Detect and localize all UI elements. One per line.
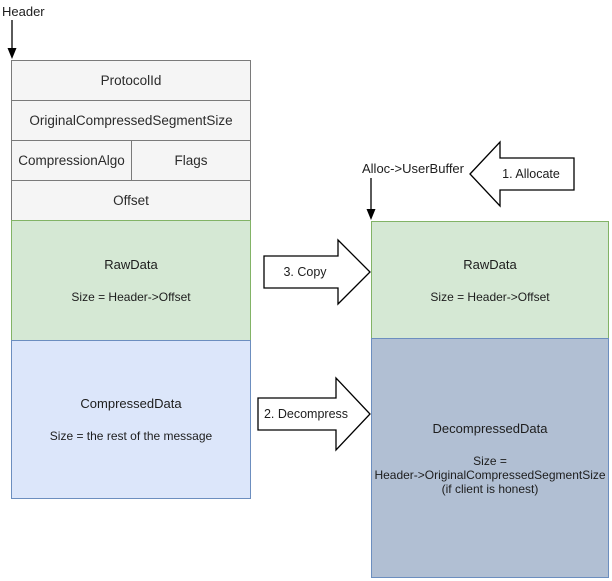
arrow-decompress-label: 2. Decompress — [263, 407, 349, 421]
alloc-userbuffer-label: Alloc->UserBuffer — [362, 161, 464, 176]
block-title: RawData — [463, 256, 517, 272]
arrow-allocate-label-wrap: 1. Allocate — [488, 158, 574, 190]
arrow-allocate-label: 1. Allocate — [502, 167, 560, 181]
alloc-pointer-down-arrow-icon — [366, 178, 376, 220]
header-label: Header — [2, 4, 45, 19]
header-cell-text: CompressionAlgo — [18, 153, 125, 168]
block-size-line: Size = — [473, 453, 507, 468]
arrow-copy-label-wrap: 3. Copy — [266, 258, 344, 286]
block-raw-data-source: RawData Size = Header->Offset — [11, 220, 251, 341]
header-row-originalcompressedsegmentsize: OriginalCompressedSegmentSize — [11, 100, 251, 141]
block-size-line: (if client is honest) — [441, 481, 539, 496]
header-row-protocolid: ProtocolId — [11, 60, 251, 101]
header-cell-text: Offset — [113, 193, 149, 208]
block-size-line: Size = Header->Offset — [430, 289, 550, 304]
header-cell-text: ProtocolId — [100, 73, 162, 88]
header-row-compressionalgo: CompressionAlgo — [11, 140, 132, 181]
block-size-line: Size = the rest of the message — [49, 429, 213, 443]
block-size-line: Size = Header->Offset — [71, 290, 191, 304]
header-cell-text: OriginalCompressedSegmentSize — [29, 113, 233, 128]
arrow-decompress-shape — [257, 376, 371, 452]
block-size-line: Header->OriginalCompressedSegmentSize — [374, 467, 606, 482]
block-decompressed-data-dest: DecompressedData Size = Header->Original… — [371, 338, 609, 578]
block-title: CompressedData — [80, 396, 182, 411]
arrow-copy-label: 3. Copy — [283, 265, 327, 279]
block-title: RawData — [104, 257, 158, 272]
header-pointer-down-arrow-icon — [7, 20, 17, 59]
arrow-allocate-shape — [469, 140, 575, 208]
block-raw-data-dest: RawData Size = Header->Offset — [371, 221, 609, 339]
arrow-decompress-label-wrap: 2. Decompress — [258, 400, 354, 428]
header-row-offset: Offset — [11, 180, 251, 221]
block-title: DecompressedData — [432, 420, 548, 436]
arrow-copy-shape — [263, 238, 371, 306]
block-compressed-data-source: CompressedData Size = the rest of the me… — [11, 340, 251, 499]
header-row-flags: Flags — [131, 140, 251, 181]
header-cell-text: Flags — [174, 153, 208, 168]
